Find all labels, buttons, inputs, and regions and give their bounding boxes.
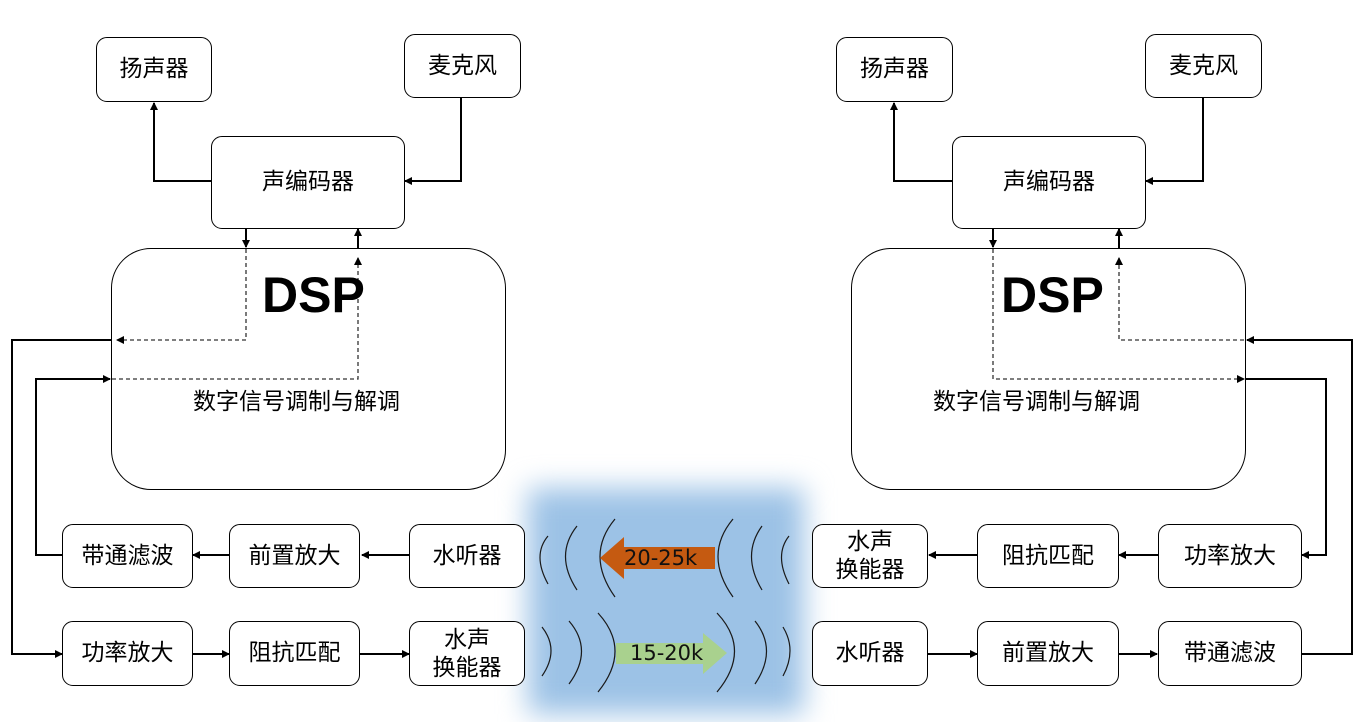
speaker-label: 扬声器 [119,56,189,82]
vocoder-box-right[interactable]: 声编码器 [952,136,1146,229]
preamp-label: 前置放大 [248,542,341,569]
bandpass-filter-box-right[interactable]: 带通滤波 [1158,621,1302,686]
wave-arc [716,612,736,693]
power-amp-box-right[interactable]: 功率放大 [1158,524,1302,588]
dsp-subtitle-right: 数字信号调制与解调 [933,389,1140,415]
speaker-box-right[interactable]: 扬声器 [836,37,953,102]
microphone-label: 麦克风 [428,52,497,79]
dsp-to-power-amp-left [11,339,111,658]
microphone-box-left[interactable]: 麦克风 [404,34,521,98]
vocoder-to-speaker-right [890,102,953,182]
uplink-frequency-label: 15-20k [630,641,704,665]
dsp-internal-rx-right [992,249,1245,383]
wave-arc [568,620,582,685]
transducer-box-right[interactable]: 水声 换能器 [812,524,928,588]
speaker-label: 扬声器 [860,56,929,82]
bandpass-filter-label: 带通滤波 [1184,640,1276,666]
preamp-box-left[interactable]: 前置放大 [229,524,360,588]
wave-arc [597,612,616,693]
transducer-label: 水声 换能器 [835,529,905,583]
vocoder-label: 声编码器 [1003,169,1095,195]
transducer-label: 水声 换能器 [432,626,502,681]
dsp-internal-rx-left [116,249,247,344]
hydrophone-box-left[interactable]: 水听器 [409,524,525,588]
dsp-subtitle-left: 数字信号调制与解调 [193,389,400,415]
dsp-title-right: DSP [1001,267,1104,323]
dsp-box-left[interactable] [111,248,506,490]
bandpass-filter-box-left[interactable]: 带通滤波 [62,524,193,588]
mic-to-vocoder-left [404,97,462,185]
wave-arc [565,525,578,591]
impedance-match-label: 阻抗匹配 [248,640,341,666]
downlink-frequency-label: 20-25k [624,546,698,570]
impedance-match-box-right[interactable]: 阻抗匹配 [977,524,1119,588]
wave-arc [782,626,791,677]
wave-arc [780,535,790,585]
preamp-label: 前置放大 [1002,640,1094,666]
dsp-box-right[interactable] [851,248,1246,490]
power-amp-box-left[interactable]: 功率放大 [62,621,193,686]
uplink-arrow [616,633,727,674]
impedance-match-label: 阻抗匹配 [1002,542,1094,569]
transducer-box-left[interactable]: 水声 换能器 [409,621,525,686]
wave-arc [599,518,616,598]
dsp-to-power-amp-right [1246,378,1327,559]
downlink-arrow [600,537,715,579]
wave-arc [539,535,549,585]
microphone-label: 麦克风 [1169,52,1238,79]
vocoder-label: 声编码器 [262,169,354,195]
hydrophone-label: 水听器 [835,640,905,666]
wave-arc [751,525,763,591]
bandpass-to-dsp-left [35,375,111,556]
power-amp-label: 功率放大 [1184,542,1276,569]
preamp-box-right[interactable]: 前置放大 [977,621,1119,686]
speaker-box-left[interactable]: 扬声器 [96,37,212,102]
bandpass-to-dsp-right [1246,336,1353,655]
vocoder-box-left[interactable]: 声编码器 [211,136,405,229]
bandpass-filter-label: 带通滤波 [81,542,174,569]
microphone-box-right[interactable]: 麦克风 [1145,34,1262,98]
impedance-match-box-left[interactable]: 阻抗匹配 [229,621,360,686]
hydrophone-box-right[interactable]: 水听器 [812,621,928,686]
wave-arc [754,620,767,685]
wave-arc [541,626,552,677]
vocoder-to-speaker-left [150,102,212,182]
dsp-title-left: DSP [262,267,365,323]
mic-to-vocoder-right [1145,97,1204,185]
wave-arc [717,518,734,598]
power-amp-label: 功率放大 [81,640,174,666]
hydrophone-label: 水听器 [432,542,502,569]
dsp-internal-tx-left [112,257,362,380]
